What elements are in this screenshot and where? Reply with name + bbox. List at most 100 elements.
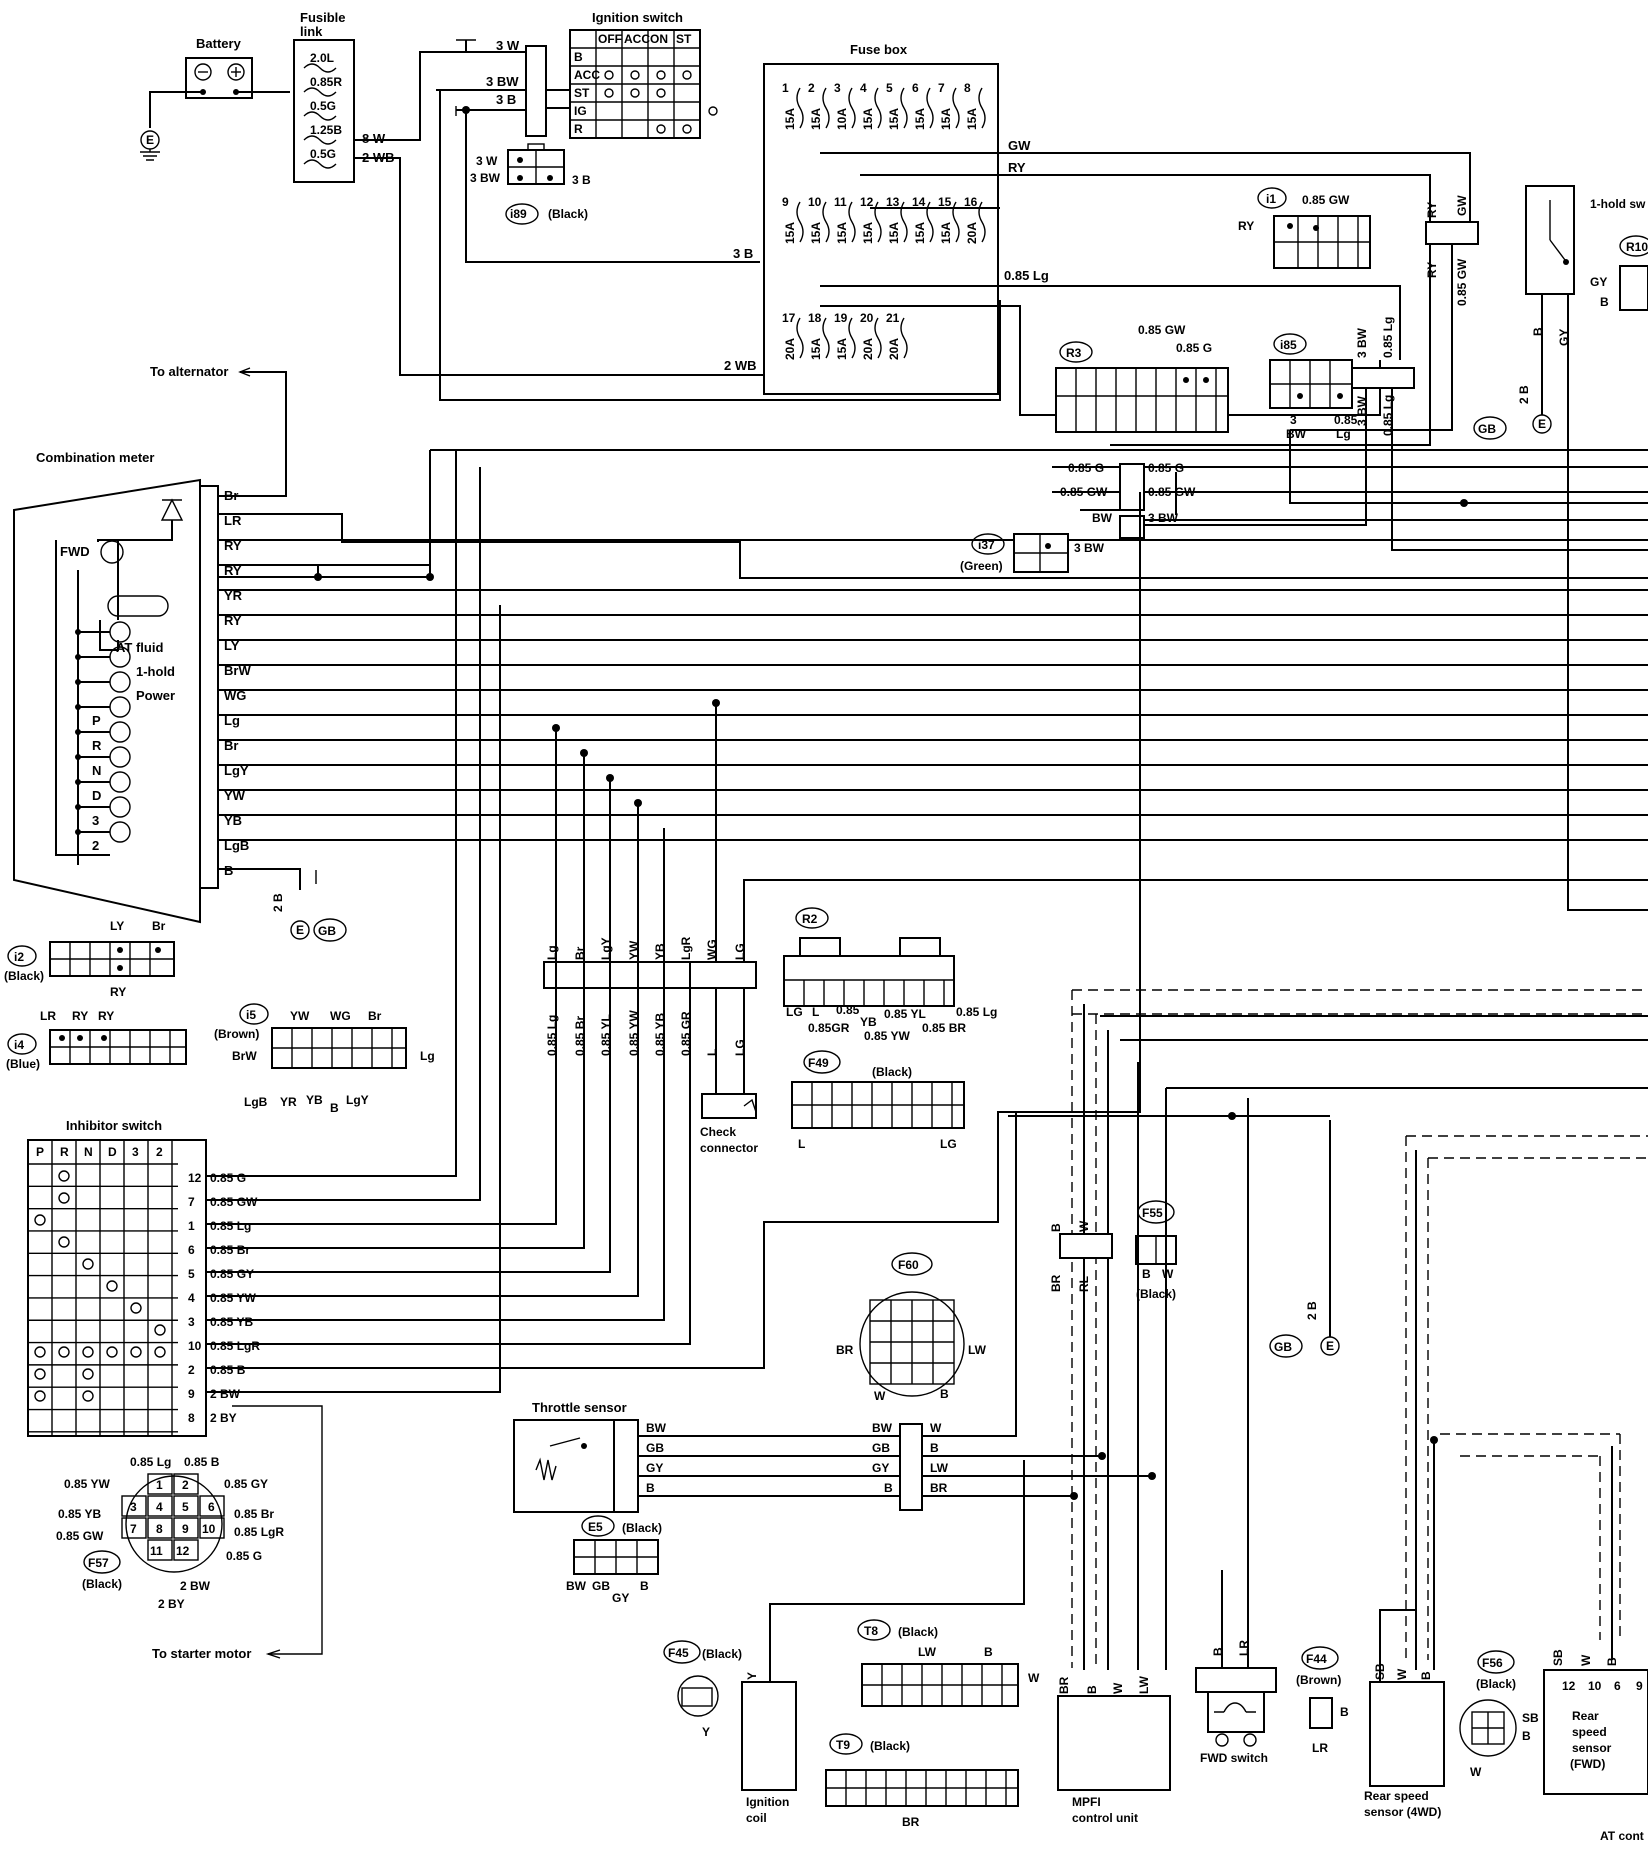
meter-pin-label: WG [224,688,246,703]
f57-pin: 3 [130,1500,137,1514]
svg-text:W: W [1579,1654,1593,1666]
meter-pin-label: YR [224,588,243,603]
svg-text:0.85 Lg: 0.85 Lg [1381,317,1395,358]
svg-text:LR: LR [40,1009,56,1023]
ign-col: OFF [598,32,622,46]
fuse-gw-label: GW [1008,138,1031,153]
f57-pin: 2 [182,1478,189,1492]
ign-row: R [574,122,583,136]
inhibitor-col: P [36,1145,44,1159]
svg-text:3 BW: 3 BW [1355,327,1369,358]
meter-pin-label: BrW [224,663,251,678]
svg-text:B: B [1085,1685,1099,1694]
svg-text:BR: BR [930,1481,948,1495]
inhibitor-col: 2 [156,1145,163,1159]
svg-text:F56: F56 [1482,1656,1503,1670]
inhibitor-wire: 0.85 Lg [210,1219,251,1233]
fusible-rating: 2.0L [310,51,334,65]
svg-text:2 B: 2 B [1305,1301,1319,1320]
svg-text:0.85: 0.85 [836,1003,860,1017]
inhibitor-pin: 7 [188,1195,195,1209]
svg-text:B: B [1531,327,1545,336]
connector-f60: F60 BR LW W B [836,1252,987,1403]
svg-text:Lg: Lg [1336,427,1351,441]
svg-text:B: B [330,1101,339,1115]
svg-text:GB: GB [646,1441,664,1455]
svg-text:0.85 GW: 0.85 GW [1138,323,1186,337]
connector-e5: E5 (Black) BW GB GY B [566,1515,662,1605]
svg-text:(Black): (Black) [82,1577,122,1591]
svg-text:B: B [1605,1657,1619,1666]
fuse-box-label: Fuse box [850,42,908,57]
svg-text:6: 6 [1614,1679,1621,1693]
svg-text:3 BW: 3 BW [1074,541,1105,555]
svg-text:sensor (4WD): sensor (4WD) [1364,1805,1441,1819]
fuse-number: 1 [782,81,789,95]
svg-text:AT cont: AT cont [1600,1829,1644,1843]
fuse-number: 5 [886,81,893,95]
svg-text:(Black): (Black) [1476,1677,1516,1691]
svg-text:E5: E5 [588,1520,603,1534]
svg-text:B: B [984,1645,993,1659]
svg-text:i4: i4 [14,1038,24,1052]
meter-indicator: FWD [60,544,90,559]
fuse-rating: 15A [783,222,797,244]
meter-pin-label: LR [224,513,242,528]
svg-text:LR: LR [1312,1741,1328,1755]
svg-text:(Black): (Black) [702,1647,742,1661]
inhibitor-pin: 10 [188,1339,202,1353]
bundle-wire-label: LgR [679,936,693,960]
svg-text:F55: F55 [1142,1206,1163,1220]
svg-text:GB: GB [1478,422,1496,436]
fuse-rating: 20A [861,338,875,360]
f57-pin: 4 [156,1500,163,1514]
fusible-rating: 0.85R [310,75,342,89]
svg-text:B: B [640,1579,649,1593]
f57-pin: 12 [176,1544,190,1558]
connector-f44: F44 (Brown) B LR [1296,1646,1349,1755]
svg-text:GY: GY [872,1461,889,1475]
svg-text:BW: BW [1286,427,1307,441]
svg-text:0.85 Lg: 0.85 Lg [130,1455,171,1469]
svg-text:Br: Br [368,1009,382,1023]
meter-indicator: Power [136,688,175,703]
fuse-rating: 20A [887,338,901,360]
fuse-number: 4 [860,81,867,95]
svg-text:L: L [798,1137,805,1151]
connector-r3: R3 0.85 GW 0.85 G [1055,323,1229,433]
svg-text:F49: F49 [808,1056,829,1070]
inhibitor-wire: 0.85 YB [210,1315,253,1329]
fuse-box: Fuse box 115A215A310A415A515A615A715A815… [724,42,1471,446]
fuse-3b-label: 3 B [733,246,753,261]
svg-text:RL: RL [1077,1276,1091,1292]
svg-text:Br: Br [152,919,166,933]
svg-text:GB: GB [872,1441,890,1455]
fusible-link-label: Fusible [300,10,346,25]
meter-pin-label: RY [224,613,242,628]
svg-text:1-hold sw: 1-hold sw [1590,197,1646,211]
svg-text:F45: F45 [668,1646,689,1660]
throttle-sensor-label: Throttle sensor [532,1400,627,1415]
svg-text:E: E [296,923,304,937]
fuse-rating: 15A [861,108,875,130]
svg-text:BW: BW [566,1579,587,1593]
splice-ry-gw: RY GW RY 0.85 GW [1290,195,1479,431]
svg-text:LG: LG [940,1137,957,1151]
svg-text:B: B [930,1441,939,1455]
svg-text:0.85 GY: 0.85 GY [224,1477,268,1491]
svg-text:E: E [146,133,154,147]
svg-text:W: W [874,1389,886,1403]
fuse-rating: 15A [939,222,953,244]
svg-text:BrW: BrW [232,1049,257,1063]
svg-text:BW: BW [1092,511,1113,525]
ign-row: ST [574,86,590,100]
fusible-rating: 1.25B [310,123,342,137]
svg-text:0.85 GW: 0.85 GW [1455,258,1469,306]
fuse-rating: 15A [809,222,823,244]
connector-i4: i4 (Blue) LR RY RY [6,1009,187,1071]
shield-right [1405,1135,1648,1670]
fuse-rating: 15A [809,108,823,130]
fwd-switch-label: FWD switch [1200,1751,1268,1765]
